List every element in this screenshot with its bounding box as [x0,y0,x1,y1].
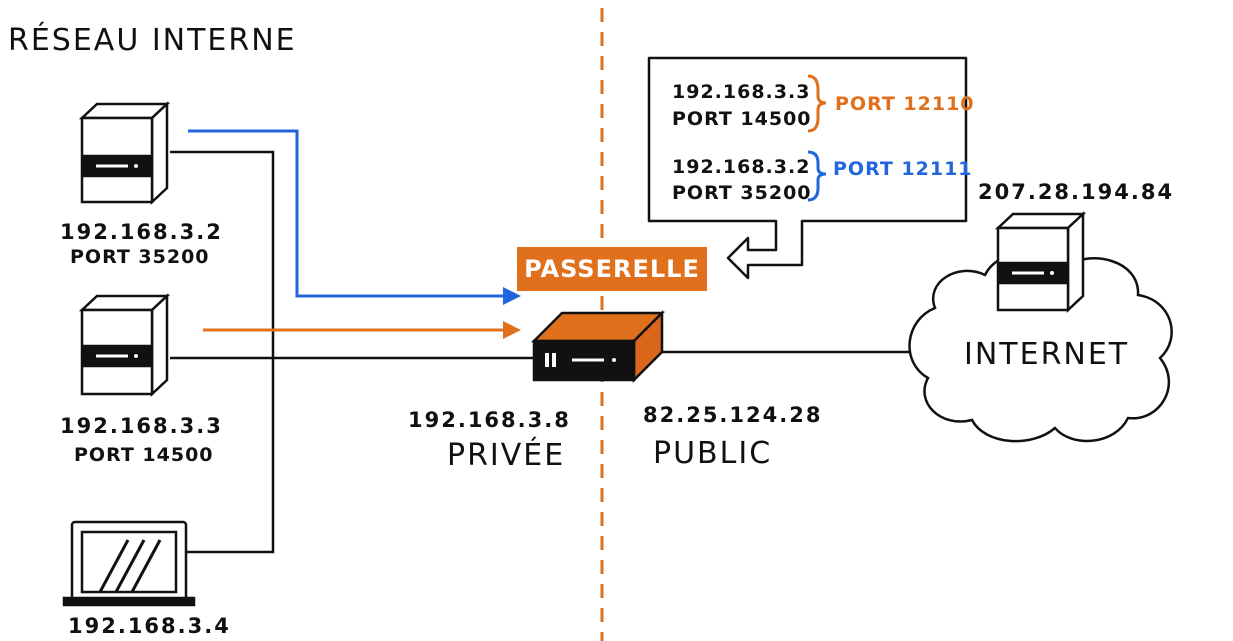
server-icon [78,293,171,397]
device-port-label: PORT 14500 [74,444,214,466]
device-ip-label: 192.168.3.4 [68,614,231,638]
nat-callout-box [647,56,968,280]
device-ip-label: 192.168.3.2 [60,220,223,244]
server-icon [78,101,171,205]
diagram-title: RÉSEAU INTERNE [8,23,297,58]
gateway-label: PASSERELLE [517,247,707,291]
device-port-label: PORT 35200 [70,246,210,268]
nat-entry-port: PORT 35200 [672,182,812,204]
brace-orange [807,74,827,133]
device-ip-label: 192.168.3.3 [60,414,223,438]
nat-mapped-port: PORT 12110 [835,93,975,115]
router-icon [530,309,666,384]
brace-blue [807,150,827,202]
nat-mapped-port: PORT 12111 [833,158,973,180]
nat-entry-port: PORT 14500 [672,108,812,130]
laptop-icon [62,520,196,607]
gateway-private-ip: 192.168.3.8 [408,408,571,432]
nat-entry-ip: 192.168.3.2 [672,156,811,178]
blue-flow-arrow [188,129,521,305]
internet-label: INTERNET [964,337,1130,372]
server-icon [994,211,1087,313]
gateway-public-label: PUBLIC [653,436,773,471]
gateway-public-ip: 82.25.124.28 [643,403,823,427]
gateway-private-label: PRIVÉE [447,438,566,473]
lan-wiring [170,150,918,554]
nat-entry-ip: 192.168.3.3 [672,81,811,103]
orange-flow-arrow [203,321,521,339]
internet-server-ip: 207.28.194.84 [978,180,1175,204]
